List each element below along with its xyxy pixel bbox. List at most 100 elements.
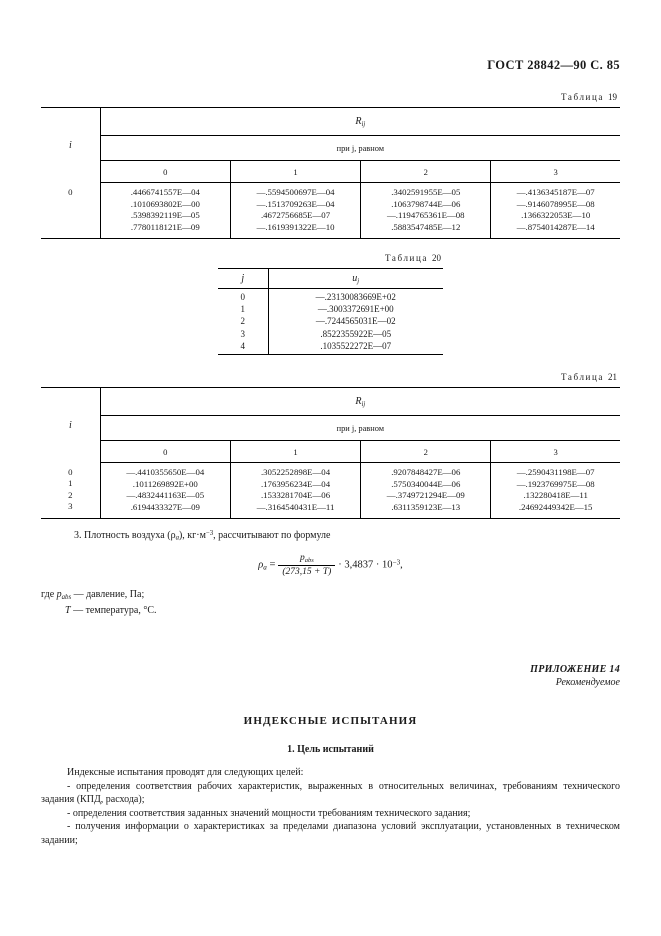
value: —.3749721294E—09 <box>386 490 465 501</box>
table-19-col-2-label: 2 <box>360 160 492 183</box>
section-body: Индексные испытания проводят для следующ… <box>41 766 620 848</box>
note-3-rho-subscript: a <box>175 534 179 542</box>
table-20-u-symbol: u <box>352 272 358 284</box>
value: —.9146078995E—08 <box>516 198 595 209</box>
value: .3052252898E—04 <box>260 467 331 477</box>
table-21-cell-col3: —.2590431198E—07 —.1923769975E—08 .13228… <box>491 463 620 519</box>
value: .1035522272E—07 <box>320 340 392 351</box>
formula-multiplier: · 3,4837 · 10 <box>338 559 393 571</box>
legend-symbol-pabs: p <box>56 589 62 600</box>
value: —.7244565031E—02 <box>315 316 396 327</box>
value: .6311359123E—13 <box>391 501 461 512</box>
value: —.1619391322E—10 <box>256 221 335 232</box>
legend-symbol-temperature: T <box>65 605 71 617</box>
table-20-u-subscript: j <box>357 277 360 285</box>
table-19-col-0-label: 0 <box>100 160 231 183</box>
table-21-group-symbol: R <box>355 395 362 407</box>
value: .24692449342E—15 <box>518 501 593 512</box>
value: —.4410355650E—04 <box>126 467 205 477</box>
value: —.1194765361E—08 <box>386 210 465 221</box>
table-19-cell-col0: .4466741557E—04 .1010693802E—00 .5398392… <box>100 182 231 239</box>
value: 1 <box>68 478 73 489</box>
table-20-bottom-rule <box>218 354 443 356</box>
paragraph: - определения соответствия заданных знач… <box>67 807 471 819</box>
note-3-number: 3. <box>74 529 82 541</box>
table-19-cell-col2: .3402591955E—05 .1063798744E—06 —.119476… <box>360 182 492 239</box>
table-21: i Rij при j, равном 0 1 2 3 0 <box>41 387 620 520</box>
value: .4466741557E—04 <box>130 187 200 197</box>
table-row: 0 1 2 3 —.4410355650E—04 .1011269892E+00… <box>41 462 620 519</box>
table-20-caption-word: Таблица <box>385 253 428 263</box>
appendix-block: ПРИЛОЖЕНИЕ 14 Рекомендуемое <box>530 663 620 689</box>
value: .8522355922E—05 <box>320 328 392 339</box>
formula-denominator: (273,15 + T) <box>282 566 332 577</box>
table-21-header-row-group: i Rij <box>41 387 620 463</box>
formula-numerator-subscript: abs <box>304 556 314 564</box>
value: 3 <box>68 501 73 512</box>
table-21-caption-word: Таблица <box>561 372 604 382</box>
table-19-collabel-row: 0 1 2 3 <box>41 160 620 183</box>
table-21-collabel-row: 0 1 2 3 <box>41 440 620 463</box>
note-3-text-after: ), кг·м <box>178 529 206 541</box>
table-21-group-subscript: ij <box>361 400 366 408</box>
value: .132280418E—11 <box>523 490 588 501</box>
value: —.3003372691E+00 <box>317 304 394 315</box>
formula-numerator-symbol: p <box>299 553 305 563</box>
table-21-subheader: при j, равном <box>100 415 620 441</box>
value: .3402591955E—05 <box>391 187 461 197</box>
value: —.2590431198E—07 <box>516 467 595 477</box>
value: 3 <box>240 328 246 339</box>
table-19-col-i-header: i <box>41 107 101 183</box>
table-row: 0 1 2 3 4 —.23130083669E+02 —.3003372691… <box>218 288 443 355</box>
formula-multiplier-exponent: −3 <box>392 558 401 567</box>
value: 2 <box>68 489 73 500</box>
table-19-col-1-label: 1 <box>230 160 362 183</box>
value: 4 <box>240 340 246 351</box>
formula-lhs-subscript: a <box>263 563 267 572</box>
value: —.8754014287E—14 <box>516 221 595 232</box>
table-19-caption-word: Таблица <box>561 92 604 102</box>
appendix-label: ПРИЛОЖЕНИЕ 14 <box>530 664 620 675</box>
value: —.3164540431E—11 <box>256 501 335 512</box>
formula-lhs: ρ <box>258 559 264 571</box>
value: —.4136345187E—07 <box>516 187 595 197</box>
value: .9207848427E—06 <box>391 467 461 477</box>
table-21-col-3-label: 3 <box>490 440 620 463</box>
table-21-caption: Таблица 21 <box>41 372 620 382</box>
formula-legend-line-1: где pabs — давление, Па; <box>41 588 441 604</box>
value: 2 <box>240 316 246 327</box>
table-19-row-index: 0 <box>41 182 101 239</box>
table-19-group-subscript: ij <box>361 120 366 128</box>
table-21-col-2-label: 2 <box>360 440 492 463</box>
formula-legend-line-2: T — температура, °C. <box>41 604 441 617</box>
table-21-row-index-column: 0 1 2 3 <box>41 462 101 519</box>
paragraph: - получения информации о характеристиках… <box>41 821 620 846</box>
table-20-col-u-header: uj <box>268 268 443 289</box>
legend-symbol-pabs-subscript: abs <box>61 593 72 601</box>
table-20-caption-number: 20 <box>432 253 441 263</box>
value: 0 <box>68 466 73 477</box>
table-20-u-column: —.23130083669E+02 —.3003372691E+00 —.724… <box>268 289 443 355</box>
table-21-cell-col0: —.4410355650E—04 .1011269892E+00 —.48324… <box>100 462 231 519</box>
formula-fraction: pabs (273,15 + T) <box>278 553 336 577</box>
table-19-subheader-row: при j, равном <box>41 135 620 161</box>
value: —.4832441163E—05 <box>126 490 205 501</box>
value: —.23130083669E+02 <box>315 292 396 302</box>
value: .1366322053E—10 <box>521 210 591 221</box>
value: .1533281704E—06 <box>260 490 331 501</box>
table-21-col-0-label: 0 <box>100 440 231 463</box>
table-19-col-3-label: 3 <box>490 160 620 183</box>
density-formula: ρa =pabs(273,15 + T)· 3,4837 · 10−3, <box>0 553 661 577</box>
table-19-cell-col1: —.5594500697E—04 —.1513709263E—04 .46727… <box>230 182 362 239</box>
table-row: 0 .4466741557E—04 .1010693802E—00 .53983… <box>41 182 620 239</box>
appendix-kind: Рекомендуемое <box>555 677 620 688</box>
value: —.1513709263E—04 <box>256 198 335 209</box>
table-19-group-header: Rij <box>100 107 620 136</box>
table-21-subheader-row: при j, равном <box>41 415 620 441</box>
note-3-text-end: , рассчитывают по формуле <box>213 529 331 541</box>
legend-text-pressure: — давление, Па; <box>73 589 145 600</box>
table-19-cell-col3: —.4136345187E—07 —.9146078995E—08 .13663… <box>491 183 620 239</box>
section-subtitle: 1. Цель испытаний <box>287 744 374 755</box>
table-21-caption-number: 21 <box>608 372 617 382</box>
